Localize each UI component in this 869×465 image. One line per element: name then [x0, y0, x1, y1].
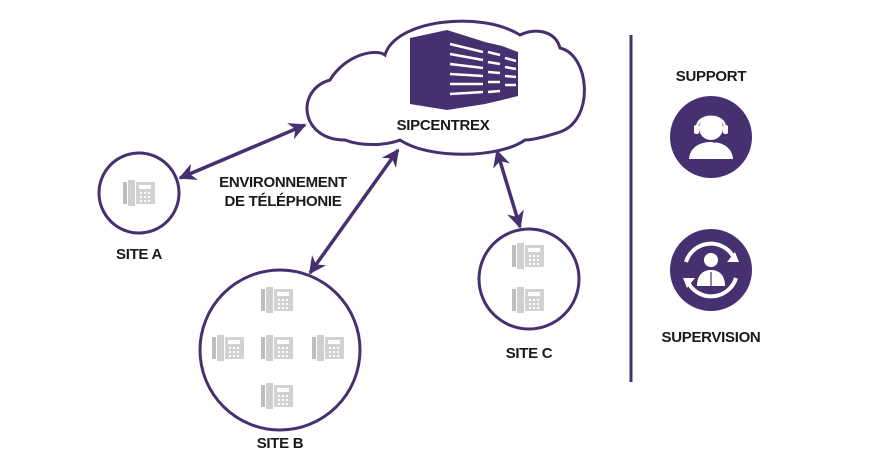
site-a-label: SITE A [116, 246, 162, 263]
supervision-service: SUPERVISION [662, 229, 761, 346]
cloud-label: SIPCENTREX [397, 117, 490, 134]
telephony-label-line1: ENVIRONNEMENT [219, 174, 347, 191]
telephony-label-line2: DE TÉLÉPHONIE [225, 193, 342, 210]
site-c-circle [477, 227, 581, 331]
support-service: SUPPORT [670, 68, 752, 178]
headset-agent-icon [689, 115, 733, 159]
person-cycle-icon [683, 241, 739, 299]
site-b: SITE B [198, 268, 362, 452]
site-b-label: SITE B [257, 435, 304, 452]
support-label: SUPPORT [676, 68, 747, 85]
site-c: SITE C [477, 227, 581, 362]
supervision-label: SUPERVISION [662, 329, 761, 346]
arrow-site-a [178, 123, 307, 180]
data-center-building-icon [410, 30, 518, 110]
site-a: SITE A [97, 151, 181, 263]
arrow-site-b [308, 148, 400, 275]
site-c-label: SITE C [506, 345, 553, 362]
arrow-site-c [493, 149, 524, 229]
